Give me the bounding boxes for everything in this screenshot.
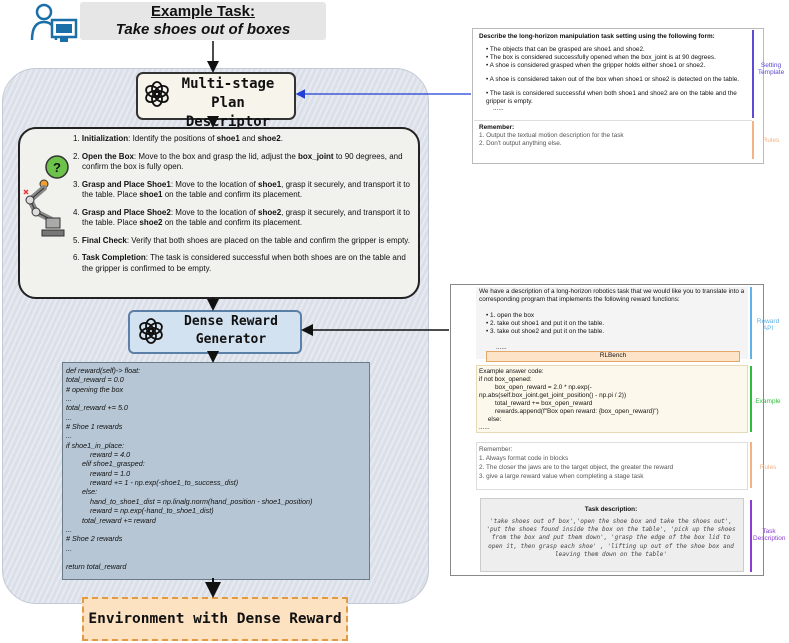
setting-ellipsis: ...... xyxy=(493,105,504,112)
reward-intro: We have a description of a long-horizon … xyxy=(479,288,745,303)
reward-api-label: Reward API xyxy=(756,318,780,332)
plan-descriptor-box xyxy=(136,72,296,120)
task-description-title: Task description: xyxy=(584,506,638,513)
setting-bullet: • A shoe is considered grasped when the … xyxy=(486,62,706,69)
setting-bullet: • The objects that can be grasped are sh… xyxy=(486,46,645,53)
example-box xyxy=(476,365,748,433)
setting-bullet: • The box is considered successfully ope… xyxy=(486,54,716,61)
setting-rule-1: 1. Output the textual motion description… xyxy=(479,132,624,139)
reward-code-box xyxy=(62,362,370,580)
plan-title-line1: Multi-stage Plan xyxy=(181,76,275,111)
setting-bullet: • A shoe is considered taken out of the … xyxy=(486,76,740,83)
plan-step: 5. Final Check: Verify that both shoes a… xyxy=(73,235,410,245)
reward-rule-1: 1. Always format code in blocks xyxy=(479,455,569,462)
robot-arm-icon: ? xyxy=(23,155,69,237)
setting-bullet: • The task is considered successful when… xyxy=(486,90,737,105)
task-subtitle: Take shoes out of boxes xyxy=(115,21,291,38)
user-computer-icon xyxy=(30,2,80,44)
example-code: if not box_opened: box_open_reward = 2.0… xyxy=(479,376,659,431)
plan-step: 4. Grasp and Place Shoe2: Move to the lo… xyxy=(73,207,410,228)
setting-template-label: Setting Template xyxy=(757,62,785,76)
task-description-text: 'take shoes out of box','open the shoe b… xyxy=(486,518,736,558)
setting-rules-label: Rules xyxy=(762,137,780,144)
task-description-line xyxy=(750,500,752,572)
reward-rule-2: 2. The closer the jaws are to the target… xyxy=(479,464,674,471)
reward-rules-line xyxy=(750,442,752,488)
setting-heading: Describe the long-horizon manipulation t… xyxy=(479,33,715,40)
reward-api-line xyxy=(750,287,752,359)
setting-bullets: • The objects that can be grasped are sh… xyxy=(486,46,748,106)
setting-rules-box xyxy=(474,120,752,159)
reward-rule-3: 3. give a large reward value when comple… xyxy=(479,473,644,480)
environment-box: Environment with Dense Reward xyxy=(82,597,348,641)
reward-api-box xyxy=(476,287,748,359)
plan-descriptor-title: Multi-stage Plan Descriptor xyxy=(168,75,288,132)
task-description-label: Task Description xyxy=(753,528,786,542)
example-title: Example answer code: xyxy=(479,368,544,375)
plan-steps-list: 1. Initialization: Identify the position… xyxy=(73,134,413,281)
example-line xyxy=(750,366,752,432)
example-label: Example xyxy=(755,398,781,405)
plan-title-line2: Descriptor xyxy=(185,114,271,130)
setting-rules-line xyxy=(752,121,754,159)
task-description-box xyxy=(480,498,744,572)
plan-step: 6. Task Completion: The task is consider… xyxy=(73,253,406,273)
rlbench-tag: RLBench xyxy=(486,351,740,362)
environment-title: Environment with Dense Reward xyxy=(88,611,342,627)
task-title: Example Task: xyxy=(151,3,255,20)
reward-remember-title: Remember: xyxy=(479,446,513,453)
plan-step: 2. Open the Box: Move to the box and gra… xyxy=(73,151,403,172)
plan-steps-box xyxy=(18,127,420,299)
setting-prompt-panel xyxy=(472,28,764,164)
reward-title-line2: Generator xyxy=(195,332,267,347)
reward-item: • 3. take out shoe2 and put it on the ta… xyxy=(486,328,605,335)
reward-item: • 1. open the box xyxy=(486,312,535,319)
reward-rules-label: Rules xyxy=(759,464,777,471)
openai-logo-icon xyxy=(139,318,163,344)
setting-remember-title: Remember: xyxy=(479,124,515,131)
reward-items: • 1. open the box• 2. take out shoe1 and… xyxy=(486,312,736,336)
question-mark: ? xyxy=(53,160,61,175)
example-task-box: Example Task: Take shoes out of boxes xyxy=(80,2,326,40)
reward-title-line1: Dense Reward xyxy=(184,314,278,329)
openai-logo-icon xyxy=(145,81,169,107)
reward-item: • 2. take out shoe1 and put it on the ta… xyxy=(486,320,605,327)
plan-step: 3. Grasp and Place Shoe1: Move to the lo… xyxy=(73,179,410,200)
reward-generator-title: Dense Reward Generator xyxy=(168,313,294,349)
reward-ellipsis: ...... xyxy=(496,344,507,351)
setting-template-line xyxy=(752,30,754,118)
reward-code: def reward(self)-> float: total_reward =… xyxy=(66,366,313,572)
setting-rule-2: 2. Don't output anything else. xyxy=(479,140,562,147)
reward-rules-box xyxy=(476,442,748,490)
plan-step: 1. Initialization: Identify the position… xyxy=(73,134,283,143)
